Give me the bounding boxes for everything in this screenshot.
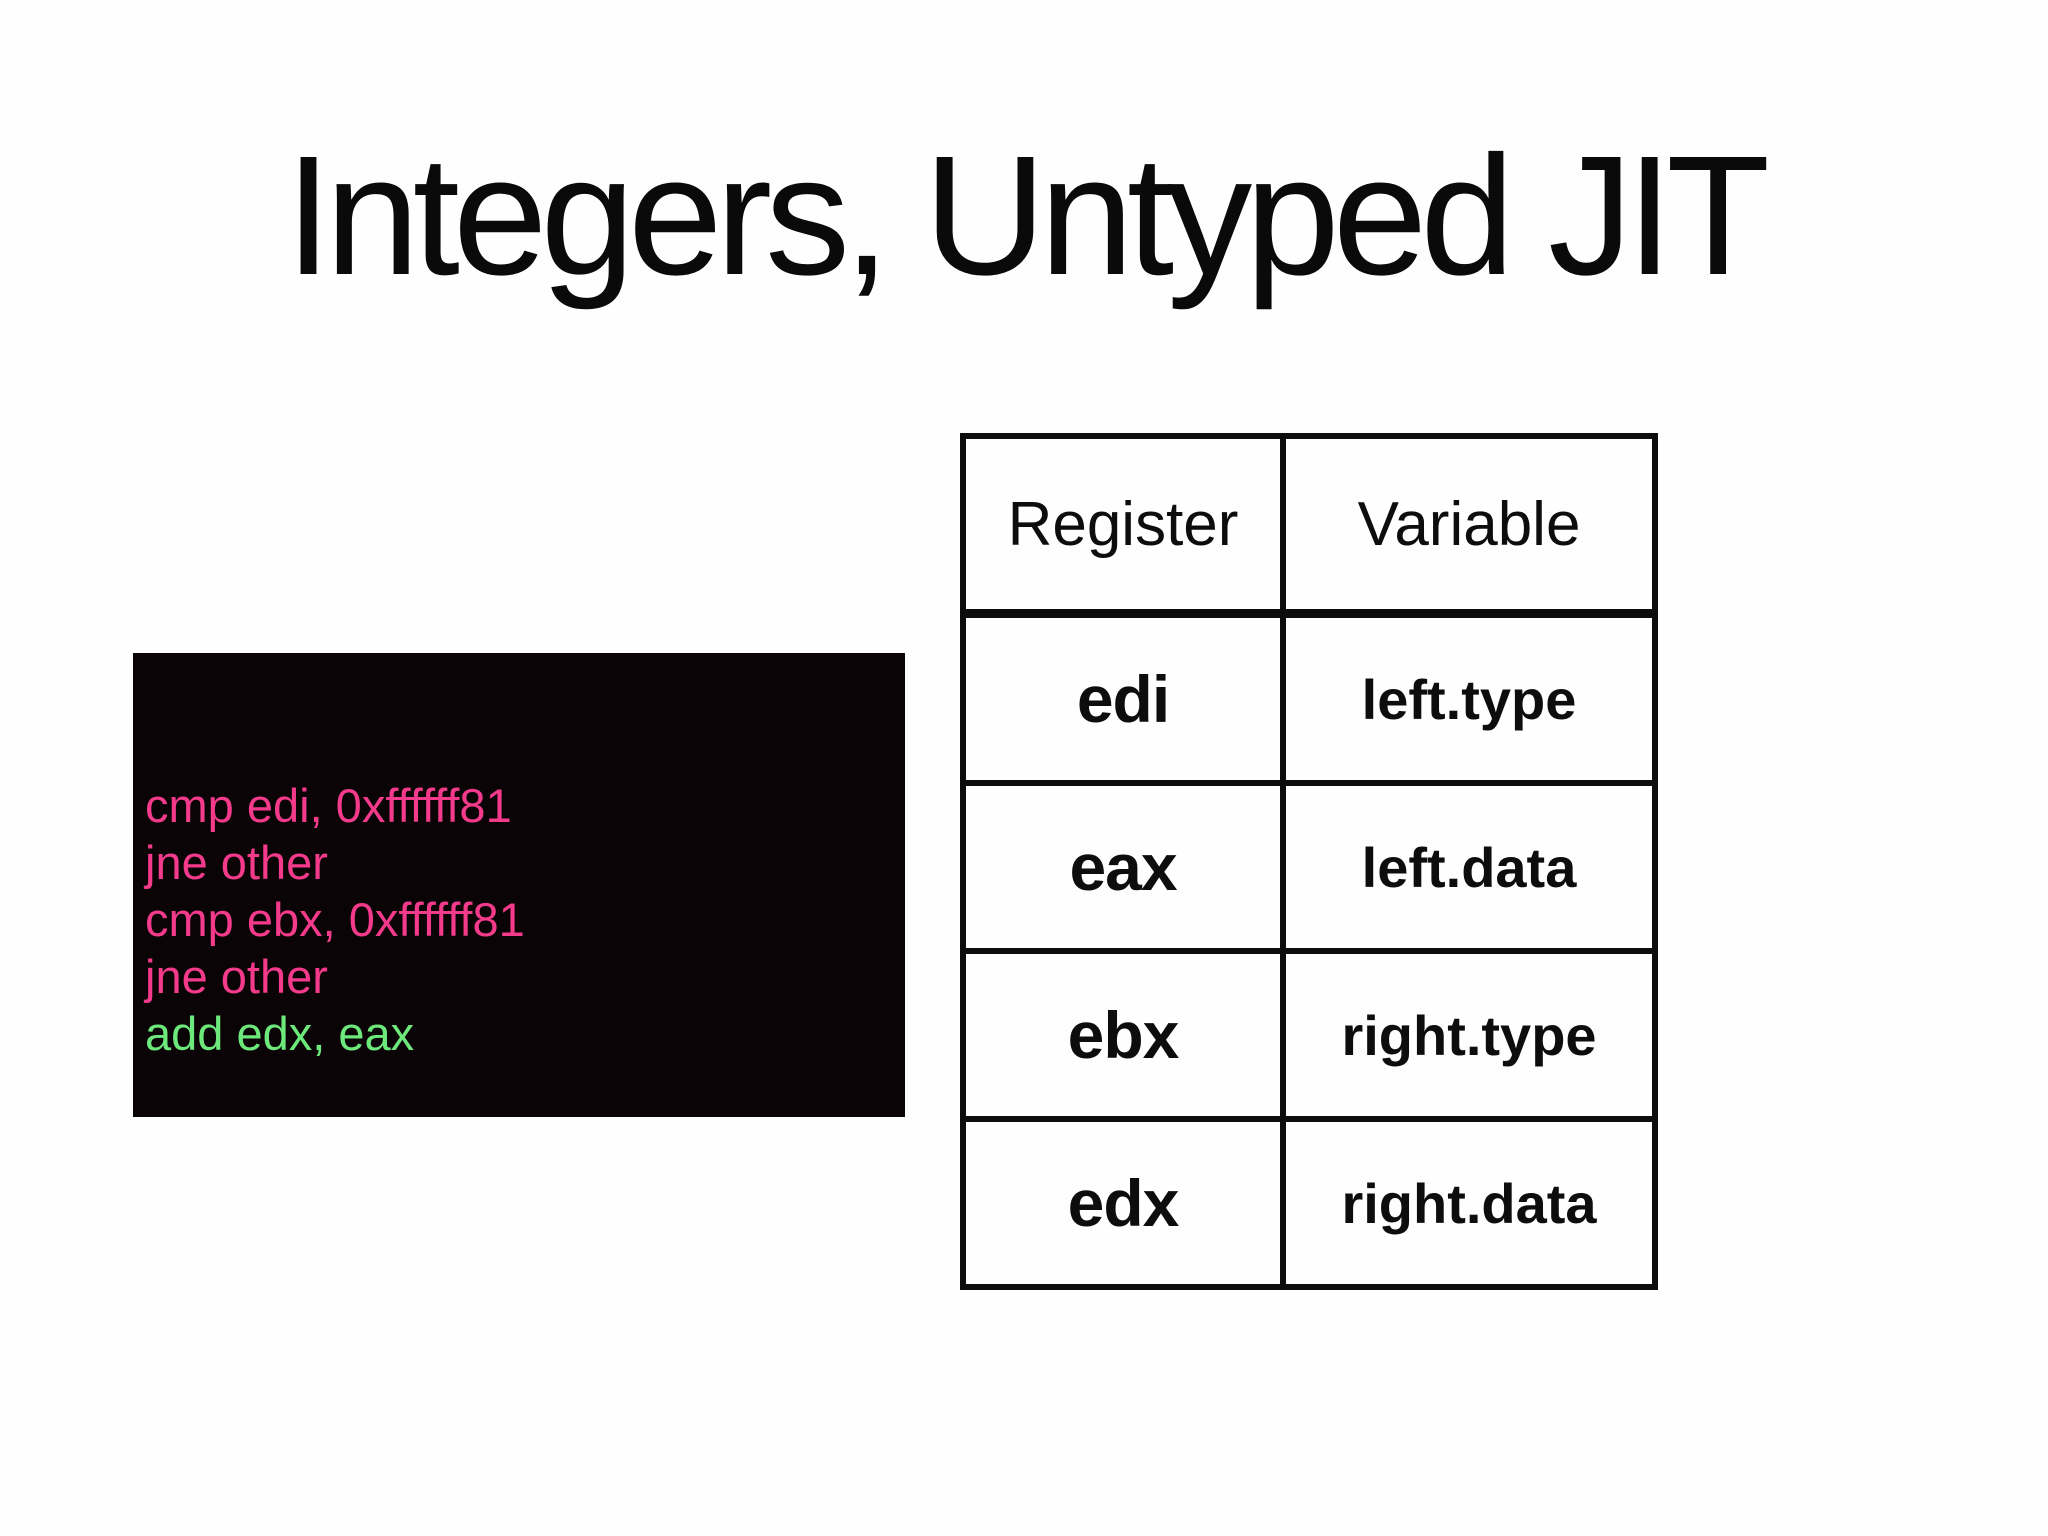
variable-cell: left.type [1280,610,1658,786]
table-row: eax left.data [960,780,1658,954]
code-line: jne other [145,950,328,1003]
register-cell: eax [960,780,1286,954]
register-cell: ebx [960,948,1286,1122]
code-line: jne other [145,836,328,889]
register-variable-table: Register Variable edi left.type eax left… [960,433,1658,1290]
slide-title: Integers, Untyped JIT [284,121,1770,311]
table-row: ebx right.type [960,948,1658,1122]
column-header-variable: Variable [1280,433,1658,618]
table-row: edx right.data [960,1116,1658,1290]
variable-cell: left.data [1280,780,1658,954]
register-cell: edi [960,610,1286,786]
register-cell: edx [960,1116,1286,1290]
variable-cell: right.type [1280,948,1658,1122]
code-line: cmp ebx, 0xffffff81 [145,893,525,946]
assembly-code-block: cmp edi, 0xffffff81 jne other cmp ebx, 0… [133,653,905,1117]
table-header-row: Register Variable [960,433,1658,618]
code-line: add edx, eax [145,1007,415,1060]
code-line: cmp edi, 0xffffff81 [145,779,512,832]
column-header-register: Register [960,433,1286,618]
table-row: edi left.type [960,610,1658,786]
variable-cell: right.data [1280,1116,1658,1290]
